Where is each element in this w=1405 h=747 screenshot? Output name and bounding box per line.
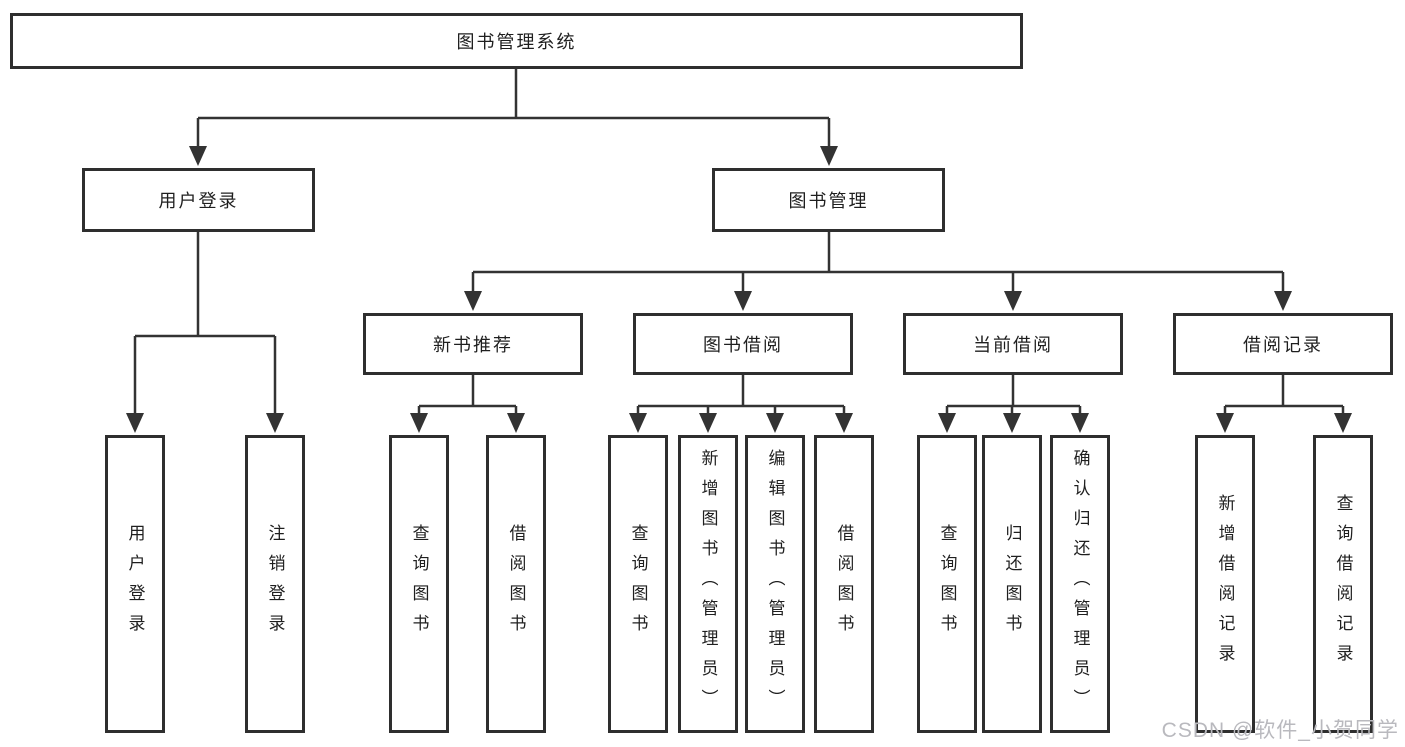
node-label: 归还图书 — [1002, 524, 1022, 644]
leaf-query-books-recommend: 查询图书 — [389, 435, 449, 733]
leaf-edit-book-admin: 编辑图书（管理员） — [745, 435, 805, 733]
leaf-query-books-borrowing: 查询图书 — [608, 435, 668, 733]
node-label: 注销登录 — [265, 524, 285, 644]
node-label: 新书推荐 — [433, 335, 513, 355]
node-label: 借阅图书 — [834, 524, 854, 644]
node-new-book-recommendation: 新书推荐 — [363, 313, 583, 375]
leaf-add-book-admin: 新增图书（管理员） — [678, 435, 738, 733]
node-label: 借阅记录 — [1243, 335, 1323, 355]
node-label: 借阅图书 — [506, 524, 526, 644]
node-label: 确认归还（管理员） — [1070, 449, 1090, 719]
node-user-login: 用户登录 — [82, 168, 315, 232]
leaf-logout: 注销登录 — [245, 435, 305, 733]
leaf-return-books: 归还图书 — [982, 435, 1042, 733]
node-current-borrowing: 当前借阅 — [903, 313, 1123, 375]
tree-edges — [133, 68, 1345, 414]
node-label: 新增图书（管理员） — [698, 449, 718, 719]
leaf-borrow-books-recommend: 借阅图书 — [486, 435, 546, 733]
leaf-query-borrow-record: 查询借阅记录 — [1313, 435, 1373, 733]
node-library-management-system: 图书管理系统 — [10, 13, 1023, 69]
node-label: 用户登录 — [158, 191, 239, 211]
node-book-management: 图书管理 — [712, 168, 945, 232]
node-label: 图书管理 — [788, 191, 869, 211]
node-label: 查询图书 — [409, 524, 429, 644]
node-book-borrowing: 图书借阅 — [633, 313, 853, 375]
node-label: 新增借阅记录 — [1215, 494, 1235, 674]
node-label: 当前借阅 — [973, 335, 1053, 355]
leaf-query-books-current: 查询图书 — [917, 435, 977, 733]
node-label: 图书管理系统 — [456, 32, 577, 52]
leaf-borrow-books-borrowing: 借阅图书 — [814, 435, 874, 733]
node-label: 编辑图书（管理员） — [765, 449, 785, 719]
node-label: 用户登录 — [125, 524, 145, 644]
node-label: 图书借阅 — [703, 335, 783, 355]
leaf-add-borrow-record: 新增借阅记录 — [1195, 435, 1255, 733]
watermark: CSDN @软件_小贺同学 — [1161, 719, 1399, 742]
leaf-confirm-return-admin: 确认归还（管理员） — [1050, 435, 1110, 733]
leaf-user-login: 用户登录 — [105, 435, 165, 733]
node-borrowing-records: 借阅记录 — [1173, 313, 1393, 375]
node-label: 查询借阅记录 — [1333, 494, 1353, 674]
node-label: 查询图书 — [628, 524, 648, 644]
node-label: 查询图书 — [937, 524, 957, 644]
